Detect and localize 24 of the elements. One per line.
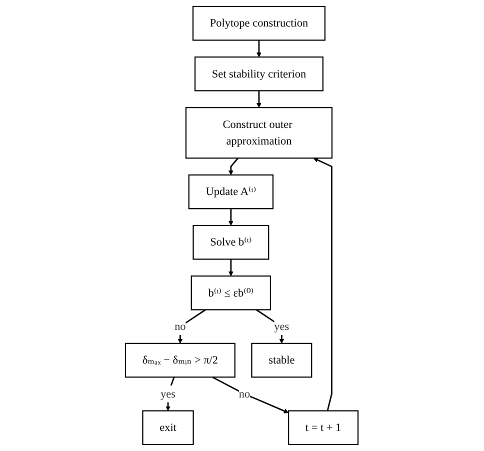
node-box: Solve b⁽ᵗ⁾ bbox=[192, 224, 270, 260]
node-box: Construct outer approximation bbox=[186, 107, 333, 159]
node-box: b⁽ᵗ⁾ ≤ εb⁽⁰⁾ bbox=[191, 275, 272, 310]
node-box: stable bbox=[251, 342, 312, 378]
arrow bbox=[228, 208, 234, 226]
arrow bbox=[228, 259, 234, 276]
node-box: exit bbox=[142, 410, 194, 446]
arrow bbox=[256, 309, 284, 344]
node-box: Polytope construction bbox=[192, 6, 326, 41]
arrow bbox=[256, 40, 262, 58]
edge-label: yes bbox=[274, 320, 290, 333]
edge-label: no bbox=[174, 320, 186, 333]
arrow bbox=[256, 90, 262, 108]
edge-label: no bbox=[239, 388, 250, 400]
arrow bbox=[228, 158, 239, 176]
node-box: δₘₐₓ − δₘᵢₙ > π/2 bbox=[125, 342, 236, 378]
node-box: t = t + 1 bbox=[288, 410, 359, 446]
node-box: Set stability criterion bbox=[194, 56, 324, 92]
arrow bbox=[212, 376, 290, 414]
node-box: Update A⁽ᵗ⁾ bbox=[188, 174, 274, 210]
arrow bbox=[166, 376, 176, 412]
arrow bbox=[314, 158, 333, 411]
edge-label: yes bbox=[160, 388, 176, 400]
arrow bbox=[178, 309, 206, 344]
